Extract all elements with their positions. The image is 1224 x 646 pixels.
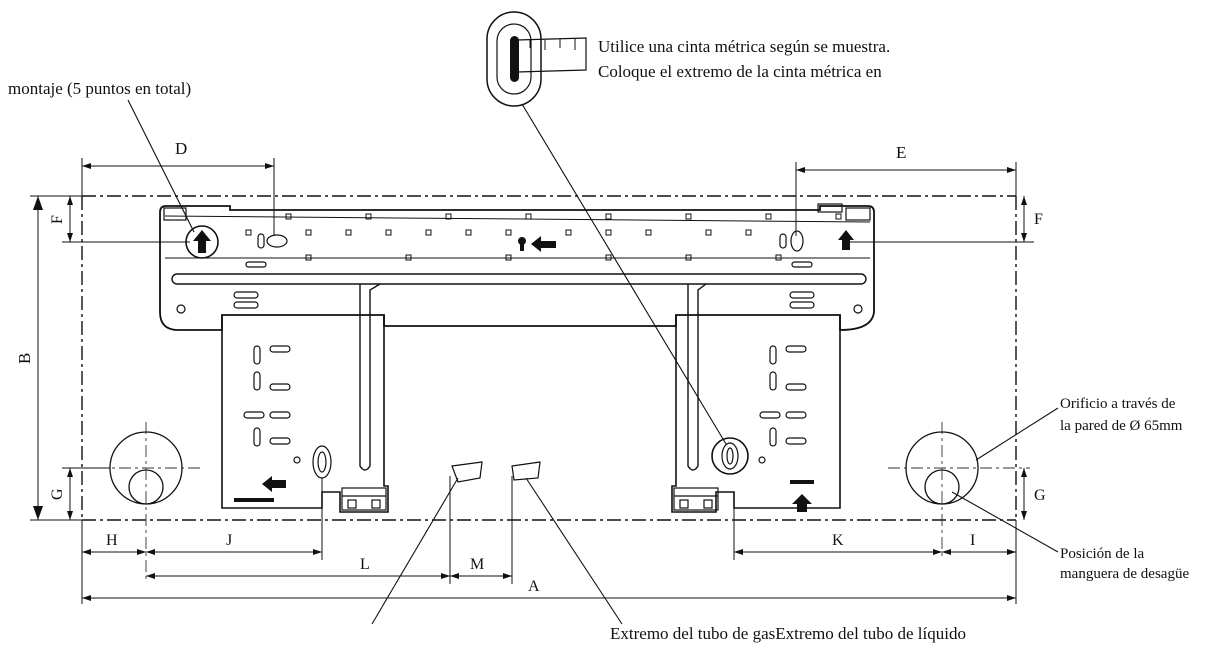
- tape-instruction-line1: Utilice una cinta métrica según se muest…: [598, 37, 890, 56]
- wall-hole-label-line1: Orificio a través de: [1060, 396, 1176, 412]
- dim-label-g-left: G: [49, 488, 66, 500]
- left-tape-point-icon: [312, 445, 332, 479]
- mounting-plate: [159, 203, 875, 513]
- gas-pipe-end-icon: [451, 461, 483, 483]
- right-wall-hole-icon: [888, 422, 1030, 558]
- dim-label-j: J: [226, 532, 232, 549]
- pipe-ends-label: Extremo del tubo de gasExtremo del tubo …: [610, 624, 966, 643]
- lower-left-arrow-icon: [234, 476, 286, 502]
- dim-label-d: D: [175, 139, 187, 158]
- right-up-arrow-icon: [838, 230, 854, 250]
- dim-label-g-right: G: [1034, 487, 1046, 504]
- tape-instruction-line2: Coloque el extremo de la cinta métrica e…: [598, 62, 882, 81]
- dim-label-i: I: [970, 532, 975, 549]
- drain-label-line1: Posición de la: [1060, 546, 1144, 562]
- wall-hole-label-line2: la pared de Ø 65mm: [1060, 418, 1183, 434]
- leader-lines: [127, 99, 1059, 625]
- outline-boundary: [81, 195, 1017, 521]
- left-screw-point-icon: [185, 225, 219, 259]
- dimension-lines: [30, 158, 1034, 604]
- center-keyhole-arrow-icon: [518, 236, 556, 252]
- tape-measure-icon: [486, 11, 587, 107]
- arrowheads: [33, 163, 1027, 601]
- dim-label-h: H: [106, 532, 118, 549]
- dim-label-l: L: [360, 556, 370, 573]
- mount-points-label: montaje (5 puntos en total): [8, 79, 191, 98]
- dim-label-f-left: F: [49, 215, 66, 224]
- dim-label-b: B: [15, 353, 34, 364]
- dim-label-f-right: F: [1034, 211, 1043, 228]
- left-wall-hole-icon: [96, 422, 200, 580]
- drain-label-line2: manguera de desagüe: [1060, 566, 1189, 582]
- lower-right-up-arrow-icon: [790, 480, 814, 512]
- right-tape-point-icon: [711, 437, 749, 475]
- dim-label-a: A: [528, 578, 540, 595]
- liquid-pipe-end-icon: [511, 461, 541, 481]
- dim-label-k: K: [832, 532, 844, 549]
- dim-label-e: E: [896, 143, 906, 162]
- dim-label-m: M: [470, 556, 484, 573]
